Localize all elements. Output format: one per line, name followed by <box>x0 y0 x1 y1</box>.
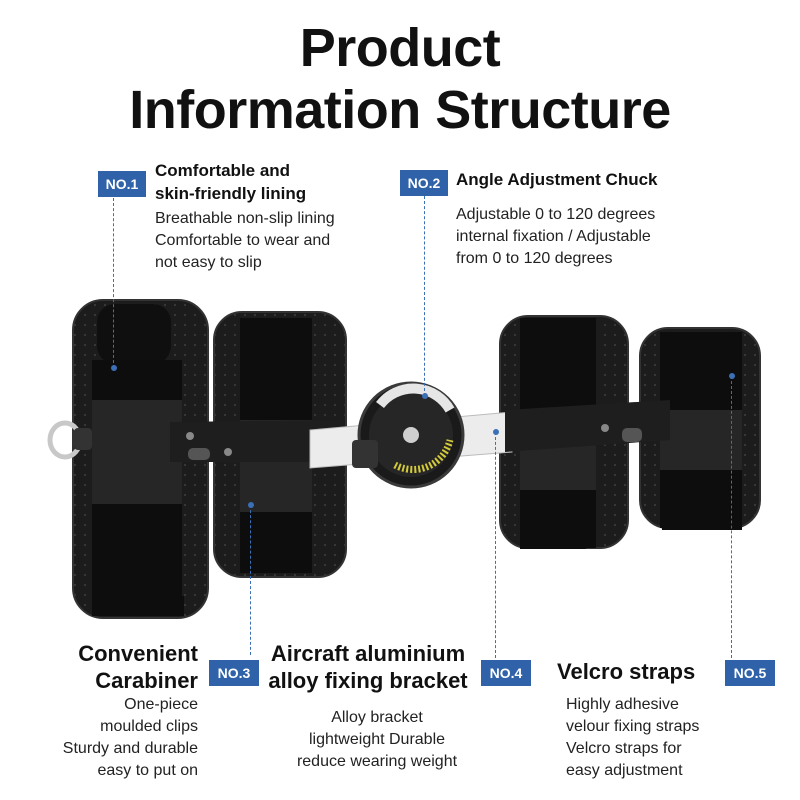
feature-4-desc: Alloy bracket lightweight Durable reduce… <box>296 709 458 770</box>
leader-dot-4 <box>493 429 499 435</box>
leader-line-3 <box>250 505 251 655</box>
lining-pad-1 <box>72 299 209 619</box>
leader-line-4 <box>495 432 496 658</box>
feature-5-desc: Highly adhesive velour fixing straps Vel… <box>566 696 700 779</box>
feature-2-title: Angle Adjustment Chuck <box>456 170 658 189</box>
feature-4-title: Aircraft aluminium alloy fixing bracket <box>268 641 468 693</box>
feature-2-desc: Adjustable 0 to 120 degrees internal fix… <box>456 206 656 267</box>
angle-dial <box>352 381 465 489</box>
feature-5-title: Velcro straps <box>557 659 696 684</box>
carabiner-ring <box>47 420 92 460</box>
leader-dot-5 <box>729 373 735 379</box>
badge-no1: NO.1 <box>98 171 146 197</box>
badge-no4: NO.4 <box>481 660 531 686</box>
feature-1-title: Comfortable and skin-friendly lining <box>155 161 307 203</box>
leader-dot-3 <box>248 502 254 508</box>
page-title-line2: Information Structure <box>129 80 671 140</box>
page-title-line1: Product <box>299 18 501 78</box>
leader-line-5 <box>731 376 732 658</box>
leader-line-2 <box>424 196 425 396</box>
badge-no2: NO.2 <box>400 170 448 196</box>
leader-dot-1 <box>111 365 117 371</box>
leader-line-1 <box>113 198 114 368</box>
feature-3-desc: One-piece moulded clips Sturdy and durab… <box>62 696 198 779</box>
leader-dot-2 <box>422 393 428 399</box>
badge-no5: NO.5 <box>725 660 775 686</box>
badge-no3: NO.3 <box>209 660 259 686</box>
feature-1-desc: Breathable non-slip lining Comfortable t… <box>155 210 335 271</box>
feature-3-title: Convenient Carabiner <box>78 641 198 693</box>
